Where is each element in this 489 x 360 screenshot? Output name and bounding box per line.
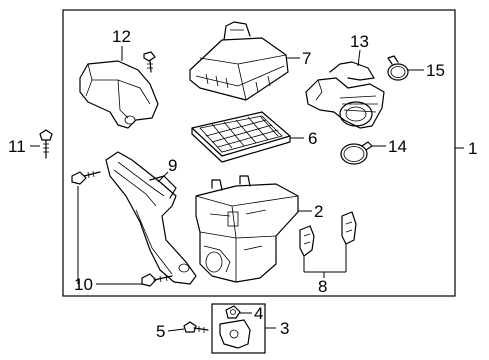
part-6-filter [191, 111, 291, 163]
part-14-clamp [340, 141, 373, 165]
part-11-bolt [39, 129, 53, 159]
callout-6: 6 [308, 129, 317, 148]
part-10-bolt-lower [141, 273, 173, 287]
callout-10: 10 [74, 275, 93, 294]
callout-2: 2 [314, 202, 323, 221]
part-8-brackets [299, 211, 357, 257]
leader-13 [357, 49, 361, 67]
callout-12: 12 [112, 27, 131, 46]
leader-8 [303, 244, 347, 278]
leader-9 [157, 171, 169, 183]
part-12-resonator [79, 60, 159, 129]
callout-1: 1 [468, 139, 477, 158]
part-13-duct [305, 61, 385, 129]
callout-4: 4 [254, 304, 263, 323]
callout-15: 15 [426, 61, 445, 80]
leader-5 [167, 328, 185, 332]
callout-3: 3 [280, 319, 289, 338]
callout-11: 11 [8, 137, 26, 156]
part-9-duct [105, 151, 197, 285]
part-2-housing [195, 175, 299, 283]
callout-9: 9 [168, 156, 177, 175]
callout-5: 5 [156, 322, 165, 341]
callout-7: 7 [302, 49, 311, 68]
part-5-bolt [183, 321, 209, 333]
bolt-near-12 [143, 51, 156, 73]
assembly-frame [62, 9, 456, 297]
callout-13: 13 [350, 32, 369, 51]
part-4-nut [225, 305, 241, 319]
callout-14: 14 [388, 137, 407, 156]
part-3-bracket [219, 319, 251, 349]
part-10-bolt-upper [71, 170, 101, 185]
part-15-clamp [387, 55, 409, 81]
leader-10 [77, 186, 142, 285]
part-7-cover [189, 21, 289, 101]
callout-8: 8 [318, 277, 327, 296]
